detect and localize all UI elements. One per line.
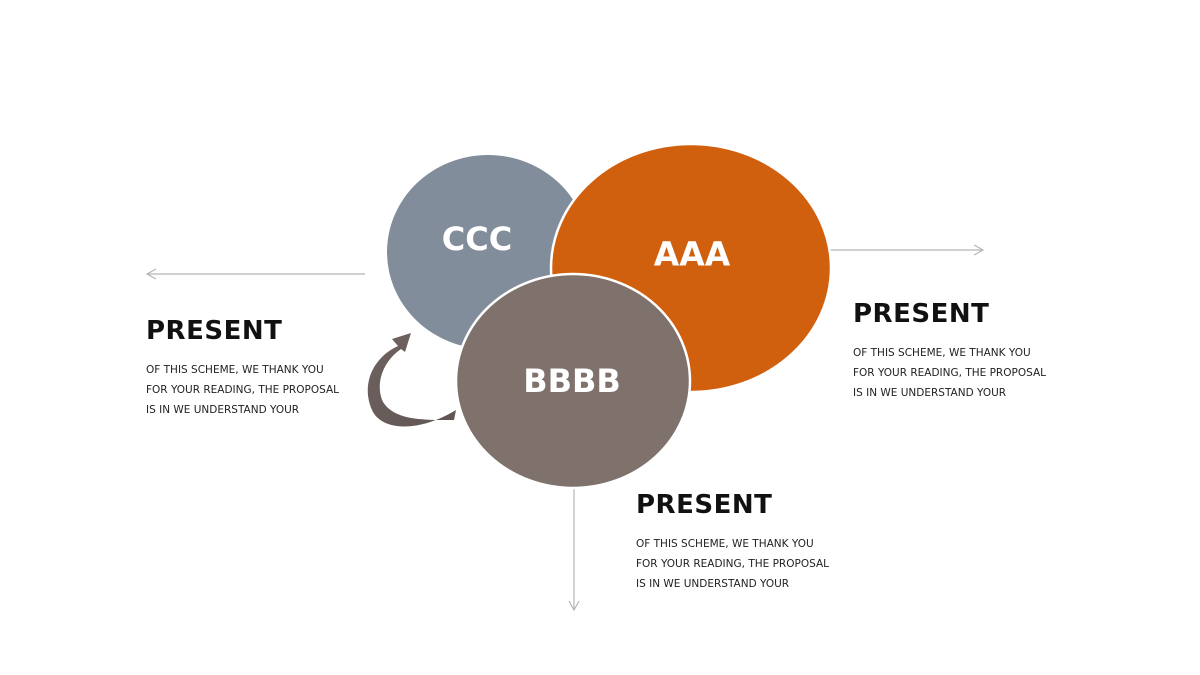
right-block-title: PRESENT: [853, 299, 990, 329]
bottom-block-line: IS IN WE UNDERSTAND YOUR: [636, 578, 790, 590]
bottom-block-line: FOR YOUR READING, THE PROPOSAL: [636, 558, 829, 570]
left-block-line: IS IN WE UNDERSTAND YOUR: [146, 404, 300, 416]
left-block-title: PRESENT: [146, 316, 283, 346]
right-block-line: OF THIS SCHEME, WE THANK YOU: [853, 347, 1031, 359]
right-block-line: IS IN WE UNDERSTAND YOUR: [853, 387, 1007, 399]
circle-aaa-label: AAA: [654, 235, 731, 274]
curved-arrow-icon: [367, 333, 456, 427]
left-text-block: PRESENT OF THIS SCHEME, WE THANK YOU FOR…: [146, 316, 376, 420]
circle-bbbb-label: BBBB: [523, 362, 621, 400]
right-block-line: FOR YOUR READING, THE PROPOSAL: [853, 367, 1046, 379]
left-block-line: OF THIS SCHEME, WE THANK YOU: [146, 364, 324, 376]
bottom-connector-arrow: [568, 487, 580, 612]
circle-bbbb: [454, 272, 692, 490]
bottom-text-block: PRESENT OF THIS SCHEME, WE THANK YOU FOR…: [636, 490, 866, 594]
right-connector-arrow: [830, 244, 985, 256]
right-text-block: PRESENT OF THIS SCHEME, WE THANK YOU FOR…: [853, 299, 1083, 403]
circle-ccc-label: CCC: [442, 220, 512, 258]
bottom-block-title: PRESENT: [636, 490, 773, 520]
left-block-line: FOR YOUR READING, THE PROPOSAL: [146, 384, 339, 396]
left-connector-arrow: [145, 268, 365, 280]
bottom-block-line: OF THIS SCHEME, WE THANK YOU: [636, 538, 814, 550]
